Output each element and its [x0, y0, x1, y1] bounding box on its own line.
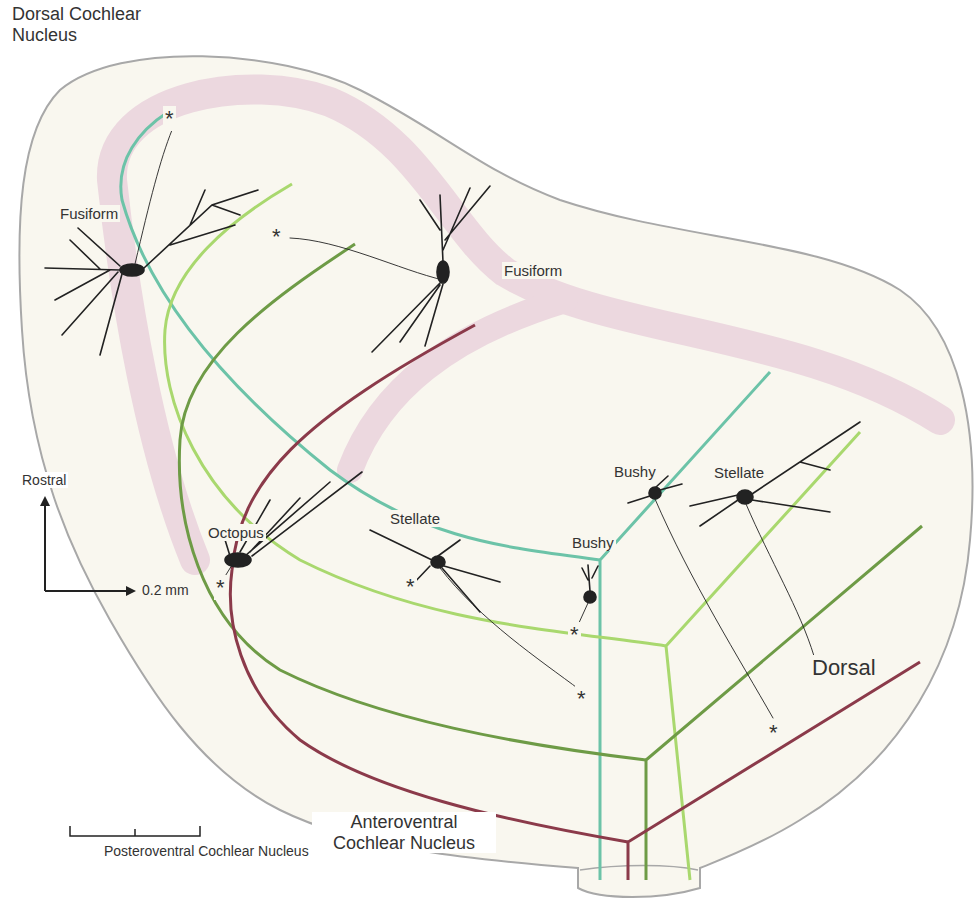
axis-label: Rostral	[20, 472, 68, 488]
neurons	[45, 130, 860, 718]
cell-name: Stellate	[712, 464, 766, 481]
cell-name: Stellate	[388, 510, 442, 527]
asterisk: Dorsal	[810, 655, 878, 680]
orientation-axes	[45, 498, 134, 591]
auditory-nerve-fibers	[121, 112, 922, 880]
region-name: Anteroventral Cochlear Nucleus	[312, 812, 496, 853]
nerve-root	[580, 866, 698, 871]
cell-name: Fusiform	[58, 205, 120, 222]
cell-name: Bushy	[570, 534, 616, 551]
asterisk: *	[214, 575, 227, 600]
granule-layer	[112, 89, 940, 560]
region-name: Dorsal Cochlear Nucleus	[10, 4, 164, 45]
asterisk: *	[568, 622, 581, 647]
cell-name: Bushy	[612, 463, 658, 480]
scale-label: Posteroventral Cochlear Nucleus	[102, 843, 311, 859]
asterisk: *	[575, 686, 588, 711]
scale-bar	[70, 826, 200, 836]
asterisk: *	[767, 720, 780, 745]
cell-name: Fusiform	[502, 262, 564, 279]
nucleus-outline	[19, 56, 972, 897]
asterisk: *	[270, 224, 283, 249]
cell-name: Octopus	[206, 524, 266, 541]
axis-label: 0.2 mm	[140, 582, 191, 598]
asterisk: *	[404, 574, 417, 599]
asterisk: *	[163, 106, 176, 131]
